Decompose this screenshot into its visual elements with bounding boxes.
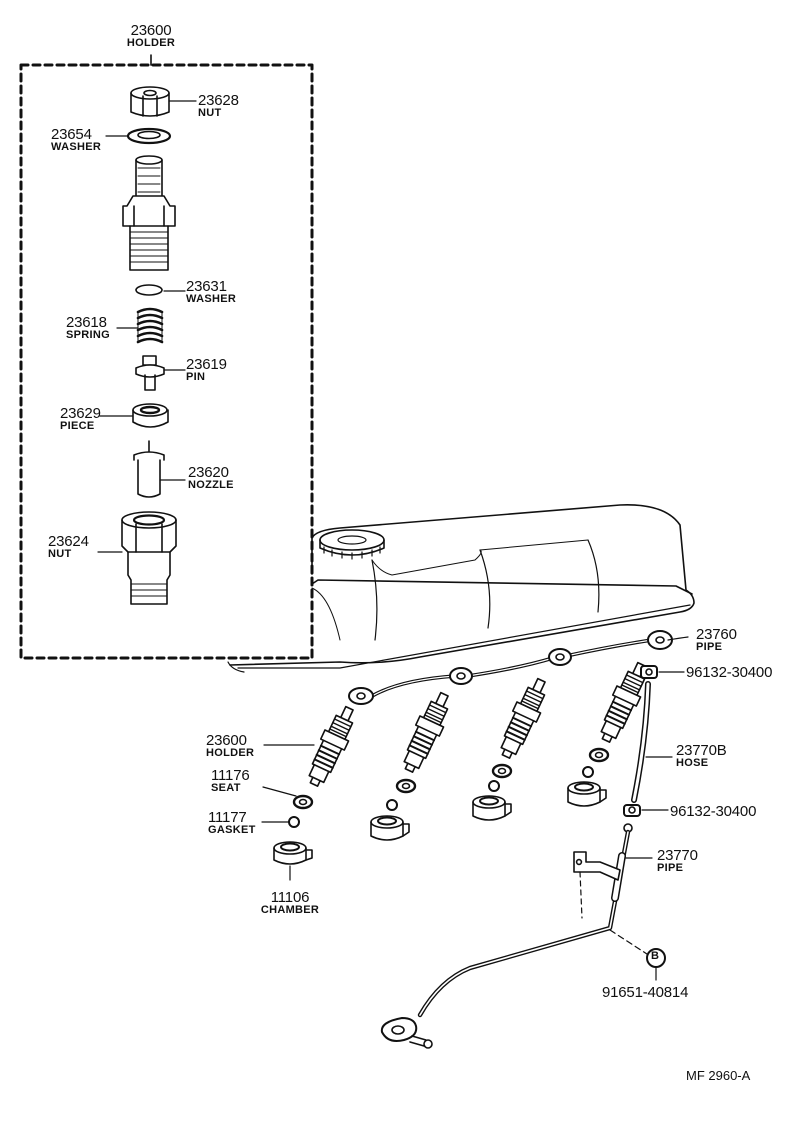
callout-seat: 11176 SEAT bbox=[211, 768, 250, 794]
seat-gasket-chamber-2 bbox=[371, 780, 415, 840]
callout-nut-bottom-number: 23624 bbox=[48, 533, 89, 550]
callout-chamber-number: 11106 bbox=[270, 889, 310, 906]
nut-bottom-part bbox=[98, 512, 176, 604]
callout-pipe-bottom-name: PIPE bbox=[657, 862, 684, 874]
callout-nut-top-number: 23628 bbox=[198, 92, 239, 109]
callout-seat-number: 11176 bbox=[211, 767, 250, 784]
callout-washer-top-name: WASHER bbox=[51, 141, 102, 153]
callout-holder-top-name: HOLDER bbox=[126, 37, 176, 49]
callout-chamber-name: CHAMBER bbox=[260, 904, 320, 916]
callout-gasket-name: GASKET bbox=[208, 824, 256, 836]
callout-washer-mid-number: 23631 bbox=[186, 278, 227, 295]
piece-part bbox=[100, 404, 168, 427]
callout-nut-bottom: 23624 NUT bbox=[48, 534, 89, 560]
callout-clip-bottom-number: 96132-30400 bbox=[670, 803, 757, 820]
callout-piece-name: PIECE bbox=[60, 420, 95, 432]
washer-top-part bbox=[106, 129, 170, 143]
pin-part bbox=[136, 356, 185, 390]
injector-1 bbox=[302, 703, 361, 790]
callout-gasket: 11177 GASKET bbox=[208, 810, 256, 836]
callout-pipe-bottom: 23770 PIPE bbox=[657, 848, 698, 874]
spring-part bbox=[117, 309, 162, 342]
return-pipe bbox=[382, 824, 652, 1048]
bolt-marker bbox=[647, 949, 665, 980]
callout-spring-number: 23618 bbox=[66, 314, 107, 331]
callout-pipe-top: 23760 PIPE bbox=[696, 627, 737, 653]
pipe-bracket bbox=[574, 852, 650, 956]
callout-nut-top: 23628 NUT bbox=[198, 93, 239, 119]
callout-bolt-number: 91651-40814 bbox=[602, 984, 689, 1001]
nut-top-part bbox=[131, 87, 196, 116]
injector-4 bbox=[594, 659, 653, 746]
holder-explode-box bbox=[21, 55, 312, 658]
callout-hose: 23770B HOSE bbox=[676, 743, 727, 769]
callout-pipe-top-number: 23760 bbox=[696, 626, 737, 643]
callout-nozzle: 23620 NOZZLE bbox=[188, 465, 234, 491]
callout-nut-top-name: NUT bbox=[198, 107, 222, 119]
callout-clip-top: 96132-30400 bbox=[686, 665, 772, 680]
callout-pipe-bottom-number: 23770 bbox=[657, 847, 698, 864]
seat-gasket-chamber-3 bbox=[473, 765, 511, 820]
callout-washer-mid: 23631 WASHER bbox=[186, 279, 236, 305]
callout-pin-number: 23619 bbox=[186, 356, 227, 373]
callout-hose-number: 23770B bbox=[676, 742, 727, 759]
callout-holder-bottom-number: 23600 bbox=[206, 732, 247, 749]
injector-3 bbox=[494, 675, 553, 762]
clip-bottom bbox=[624, 805, 668, 816]
callout-piece: 23629 PIECE bbox=[60, 406, 101, 432]
callout-pipe-top-name: PIPE bbox=[696, 641, 723, 653]
callout-holder-top: 23600 HOLDER bbox=[127, 23, 175, 49]
seat-gasket-chamber-4 bbox=[568, 749, 608, 806]
leak-off-pipe bbox=[349, 631, 688, 704]
callout-seat-name: SEAT bbox=[211, 782, 241, 794]
callout-pin-name: PIN bbox=[186, 371, 206, 383]
callout-piece-number: 23629 bbox=[60, 405, 101, 422]
seat-gasket-chamber-1 bbox=[262, 787, 312, 880]
callout-chamber: 11106 CHAMBER bbox=[261, 890, 319, 916]
nozzle-part bbox=[134, 441, 185, 497]
callout-washer-top-number: 23654 bbox=[51, 126, 92, 143]
injector-2 bbox=[397, 689, 456, 776]
callout-spring-name: SPRING bbox=[66, 329, 110, 341]
washer-mid-part bbox=[136, 285, 185, 295]
callout-clip-top-number: 96132-30400 bbox=[686, 664, 773, 681]
callout-pin: 23619 PIN bbox=[186, 357, 227, 383]
valve-cover bbox=[228, 505, 694, 672]
callout-hose-name: HOSE bbox=[676, 757, 709, 769]
return-hose bbox=[634, 684, 672, 800]
callout-spring: 23618 SPRING bbox=[66, 315, 110, 341]
callout-gasket-number: 11177 bbox=[208, 809, 247, 826]
callout-holder-bottom: 23600 HOLDER bbox=[206, 733, 254, 759]
callout-nozzle-number: 23620 bbox=[188, 464, 229, 481]
callout-clip-bottom: 96132-30400 bbox=[670, 804, 756, 819]
callout-nozzle-name: NOZZLE bbox=[188, 479, 234, 491]
callout-washer-mid-name: WASHER bbox=[186, 293, 237, 305]
callout-holder-top-number: 23600 bbox=[130, 22, 172, 39]
holder-body-part bbox=[123, 156, 175, 270]
diagram-code: MF 2960-A bbox=[686, 1068, 751, 1083]
callout-nut-bottom-name: NUT bbox=[48, 548, 72, 560]
callout-holder-bottom-name: HOLDER bbox=[206, 747, 255, 759]
callout-washer-top: 23654 WASHER bbox=[51, 127, 101, 153]
bolt-marker-letter: B bbox=[651, 950, 659, 962]
clip-top bbox=[641, 666, 684, 678]
